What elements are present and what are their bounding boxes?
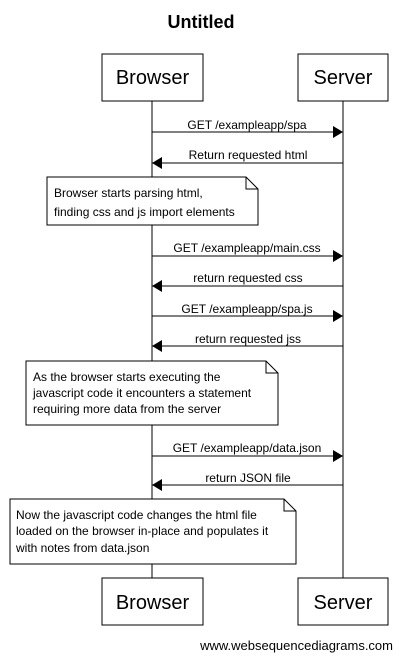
message-label: return requested css — [193, 271, 302, 285]
note-line: loaded on the browser in-place and popul… — [16, 524, 269, 538]
note-line: Browser starts parsing html, — [54, 186, 203, 200]
message-label: GET /exampleapp/spa — [187, 118, 307, 132]
actor-server-bottom: Server — [297, 577, 389, 626]
message: GET /exampleapp/spa — [152, 118, 343, 138]
diagram-title: Untitled — [168, 12, 235, 32]
message: return requested jss — [152, 332, 343, 352]
note-line: with notes from data.json — [15, 541, 149, 555]
note-line: javascript code it encounters a statemen… — [32, 386, 252, 400]
footer-watermark[interactable]: www.websequencediagrams.com — [199, 638, 393, 653]
message: return JSON file — [152, 471, 343, 491]
note-line: Now the javascript code changes the html… — [16, 508, 257, 522]
actor-server-top: Server — [297, 53, 389, 102]
note: Now the javascript code changes the html… — [9, 498, 297, 565]
note-line: As the browser starts executing the — [33, 370, 221, 384]
message: GET /exampleapp/spa.js — [152, 302, 343, 322]
actor-browser-bottom-label: Browser — [116, 592, 190, 614]
message-label: return JSON file — [205, 471, 291, 485]
message: return requested css — [152, 271, 343, 292]
actor-server-bottom-label: Server — [314, 592, 373, 614]
message-label: GET /exampleapp/spa.js — [181, 302, 312, 316]
message: Return requested html — [152, 148, 343, 169]
actor-server-top-label: Server — [314, 67, 373, 89]
actor-browser-top: Browser — [101, 53, 204, 102]
message-label: GET /exampleapp/main.css — [173, 241, 320, 255]
note-line: finding css and js import elements — [54, 205, 235, 219]
note: Browser starts parsing html, finding css… — [46, 176, 259, 226]
message: GET /exampleapp/data.json — [152, 441, 343, 462]
note-line: requiring more data from the server — [33, 402, 221, 416]
message-label: Return requested html — [189, 148, 308, 162]
actor-browser-top-label: Browser — [116, 67, 190, 89]
note: As the browser starts executing the java… — [25, 360, 279, 426]
message-label: return requested jss — [195, 332, 301, 346]
message-label: GET /exampleapp/data.json — [173, 441, 322, 455]
message: GET /exampleapp/main.css — [152, 241, 343, 262]
actor-browser-bottom: Browser — [101, 577, 204, 626]
